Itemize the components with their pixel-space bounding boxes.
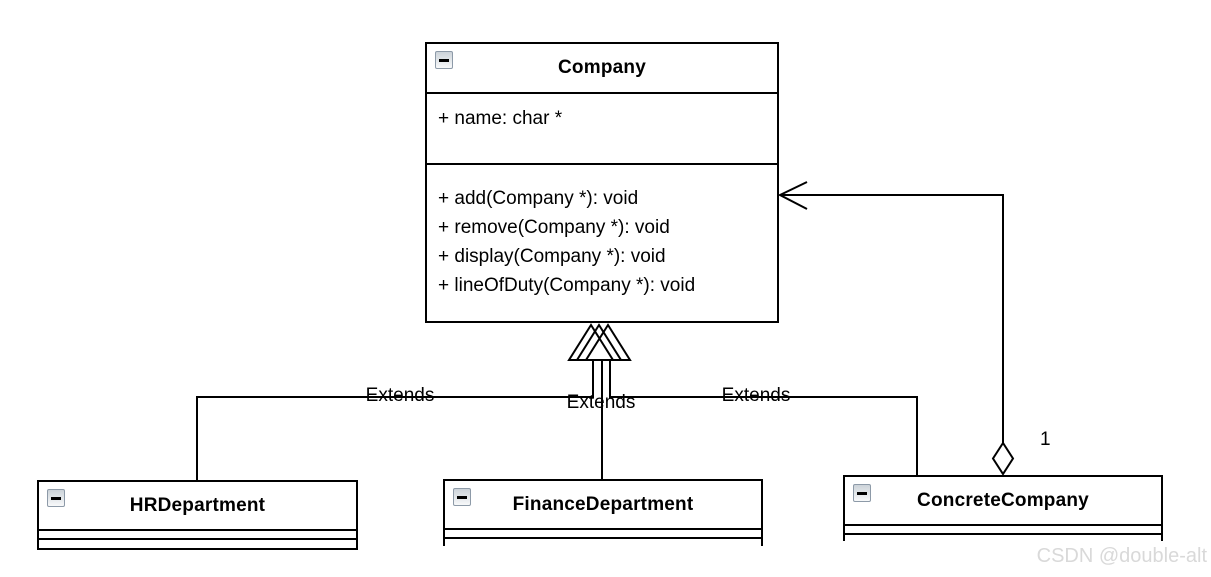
class-header-hrdepartment: HRDepartment: [39, 482, 356, 531]
inheritance-edge-concrete: [609, 361, 918, 475]
attributes-section-hrdepartment: [39, 531, 356, 540]
edge-label-extends-left: Extends: [365, 385, 435, 406]
minus-glyph: [857, 491, 867, 495]
attribute-item: + name: char *: [438, 108, 563, 129]
edge-label-extends-right: Extends: [721, 385, 791, 406]
methods-section-hrdepartment: [39, 540, 356, 548]
class-header-company: Company: [427, 44, 777, 94]
watermark-text: CSDN @double-alt: [1036, 545, 1207, 567]
methods-section-company: + add(Company *): void + remove(Company …: [427, 165, 777, 300]
minus-glyph: [51, 496, 61, 500]
minus-glyph: [439, 58, 449, 62]
open-arrowhead-icon: [777, 181, 808, 210]
method-item: + display(Company *): void: [438, 246, 666, 267]
aggregation-edge: [781, 194, 1004, 443]
class-box-company[interactable]: Company + name: char * + add(Company *):…: [425, 42, 779, 323]
method-item: + remove(Company *): void: [438, 217, 670, 238]
class-box-financedepartment[interactable]: FinanceDepartment: [443, 479, 763, 547]
minus-glyph: [457, 495, 467, 499]
class-name-concretecompany: ConcreteCompany: [917, 489, 1089, 511]
generalization-triangle-icon: [567, 323, 615, 361]
class-name-company: Company: [558, 57, 646, 78]
aggregation-diamond-icon: [991, 441, 1015, 476]
multiplicity-label: 1: [1040, 429, 1051, 450]
attributes-section-concretecompany: [845, 526, 1161, 535]
class-name-hrdepartment: HRDepartment: [129, 494, 266, 516]
attributes-section-financedepartment: [445, 530, 761, 539]
class-header-concretecompany: ConcreteCompany: [845, 477, 1161, 526]
class-name-financedepartment: FinanceDepartment: [512, 493, 694, 515]
collapse-minus-icon[interactable]: [47, 489, 65, 507]
class-header-financedepartment: FinanceDepartment: [445, 481, 761, 530]
generalization-triangle-icon: [575, 323, 623, 361]
method-item: + add(Company *): void: [438, 188, 639, 209]
class-box-hrdepartment[interactable]: HRDepartment: [37, 480, 358, 550]
class-box-concretecompany[interactable]: ConcreteCompany: [843, 475, 1163, 543]
generalization-triangle-icon: [584, 323, 632, 361]
methods-section-financedepartment: [445, 539, 761, 547]
collapse-minus-icon[interactable]: [453, 488, 471, 506]
method-item: + lineOfDuty(Company *): void: [438, 275, 696, 296]
attributes-section-company: + name: char *: [427, 94, 777, 165]
edge-label-extends-center: Extends: [566, 392, 636, 413]
collapse-minus-icon[interactable]: [435, 51, 453, 69]
inheritance-edge-hr: [196, 361, 594, 480]
methods-section-concretecompany: [845, 535, 1161, 543]
collapse-minus-icon[interactable]: [853, 484, 871, 502]
